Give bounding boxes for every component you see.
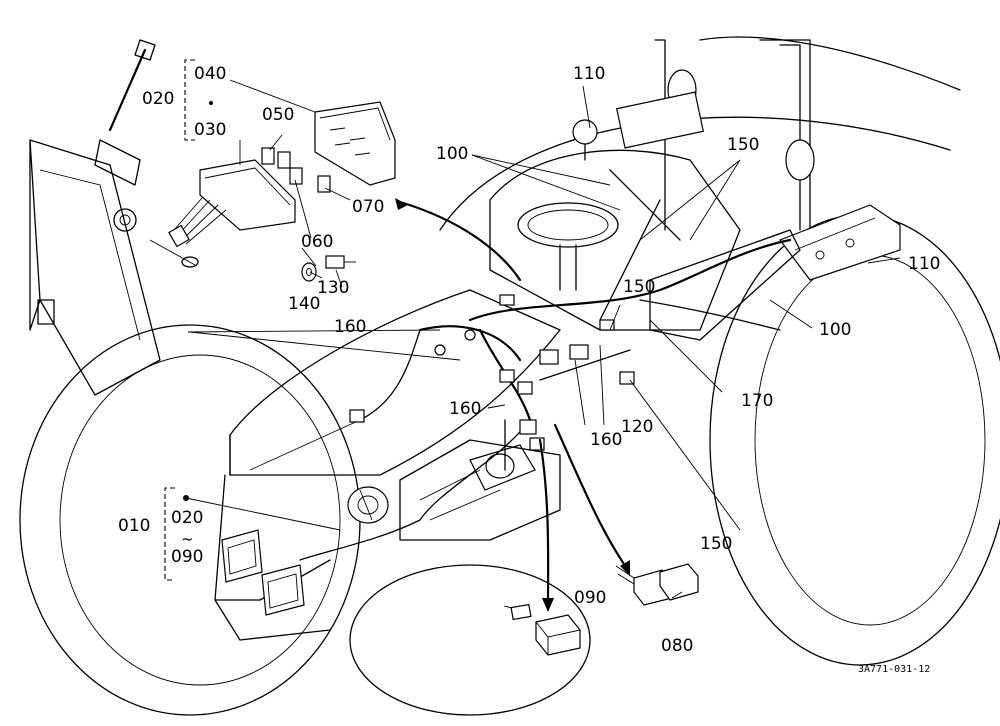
callout-110-top: 110 (573, 64, 606, 84)
fender-right (649, 229, 801, 341)
callout-160-bottom: 160 (590, 430, 623, 450)
connector-030 (168, 159, 296, 248)
bracket-010-group (164, 487, 175, 581)
callout-050: 050 (262, 105, 295, 125)
work-light-110-top (572, 91, 704, 161)
range-mark: ~ (181, 530, 194, 548)
callout-170: 170 (741, 391, 774, 411)
callout-020-top: 020 (142, 89, 175, 109)
callout-160-mid: 160 (449, 399, 482, 419)
fuse-050 (261, 147, 291, 169)
callout-110-right: 110 (908, 254, 941, 274)
headlight-left (221, 529, 263, 583)
callout-140: 140 (288, 294, 321, 314)
alternator (347, 486, 389, 524)
wiring-harness (299, 169, 792, 561)
callout-150-bottom: 150 (700, 534, 733, 554)
washer-140 (301, 262, 317, 282)
rear-right-tire (709, 214, 1000, 666)
arrow-to-080 (553, 423, 630, 576)
fuse-070 (317, 175, 331, 193)
fuse-060 (289, 167, 303, 185)
hood (214, 289, 561, 641)
steering-wheel (517, 202, 619, 291)
connector-080 (615, 563, 699, 606)
rear-light-assembly-110 (779, 204, 901, 281)
engine-block (399, 439, 561, 541)
callout-080: 080 (661, 636, 694, 656)
leader-lines (185, 79, 901, 599)
drawing-code: 3A771-031-12 (858, 664, 931, 675)
starter-motor (469, 444, 536, 491)
mounting-bracket (29, 39, 199, 396)
callout-030: 030 (194, 120, 227, 140)
callout-090-bottom: 090 (171, 547, 204, 567)
arrow-to-090 (538, 438, 554, 612)
callout-090: 090 (574, 588, 607, 608)
callout-150-mid: 150 (623, 277, 656, 297)
callout-160-left: 160 (334, 317, 367, 337)
front-tire (349, 564, 591, 716)
callout-150-top: 150 (727, 135, 760, 155)
callout-100-top: 100 (436, 144, 469, 164)
callout-100-right: 100 (819, 320, 852, 340)
dash-panel (489, 149, 741, 331)
callout-020-bottom: 020 (171, 508, 204, 528)
bracket-020-group (184, 59, 195, 141)
callout-010: 010 (118, 516, 151, 536)
rear-fender-arc (439, 36, 961, 231)
bolt-130 (325, 255, 356, 269)
callout-040: 040 (194, 64, 227, 84)
headlight-right (261, 564, 305, 616)
fuse-box-040 (314, 101, 396, 186)
callout-070: 070 (352, 197, 385, 217)
callout-060: 060 (301, 232, 334, 252)
callout-120: 120 (621, 417, 654, 437)
callout-130: 130 (317, 278, 350, 298)
arrow-070 (395, 198, 408, 210)
relay-090 (503, 603, 581, 656)
